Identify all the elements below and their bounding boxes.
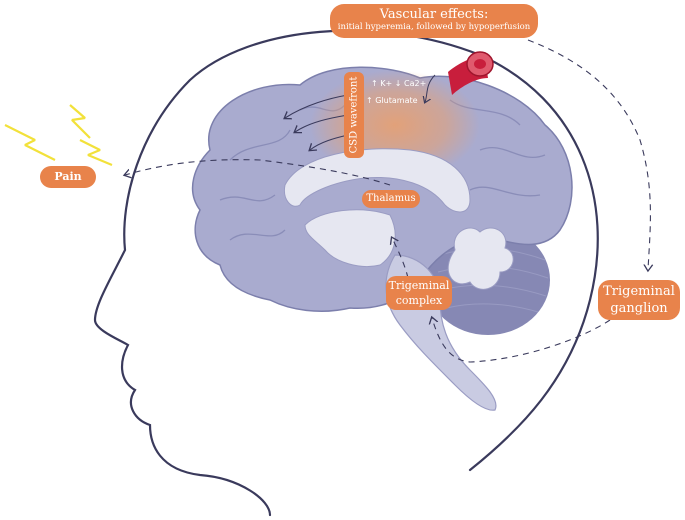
arbor-vitae (447, 227, 514, 290)
glutamate-text: ↑ Glutamate (366, 96, 418, 105)
corpus-callosum (283, 148, 471, 213)
trigeminal-complex-label: Trigeminal complex (386, 276, 452, 310)
head-outline (93, 29, 599, 517)
trigeminal-ganglion-line1: Trigeminal (603, 284, 675, 299)
pathway-arrows (125, 39, 650, 363)
trigeminal-ganglion-label: Trigeminal ganglion (598, 280, 680, 320)
thalamus-text: Thalamus (366, 193, 416, 204)
trigeminal-ganglion-line2: ganglion (610, 301, 668, 316)
lightning-icon (4, 104, 113, 167)
pain-text: Pain (54, 170, 82, 183)
csd-wavefront-text: CSD wavefront (348, 76, 360, 154)
vascular-effects-title: Vascular effects: (379, 7, 489, 22)
vascular-effects-label: Vascular effects: initial hyperemia, fol… (330, 4, 538, 38)
blood-vessel-icon (448, 51, 494, 95)
ion-changes-text: ↑ K+ ↓ Ca2+ (371, 79, 427, 88)
trigeminal-complex-line1: Trigeminal (388, 279, 450, 292)
vascular-effects-subtitle: initial hyperemia, followed by hypoperfu… (337, 22, 531, 32)
thalamus-label: Thalamus (362, 190, 420, 208)
trigeminal-complex-line2: complex (395, 294, 443, 307)
csd-wavefront-label: CSD wavefront (344, 72, 364, 158)
pain-label: Pain (40, 166, 96, 188)
